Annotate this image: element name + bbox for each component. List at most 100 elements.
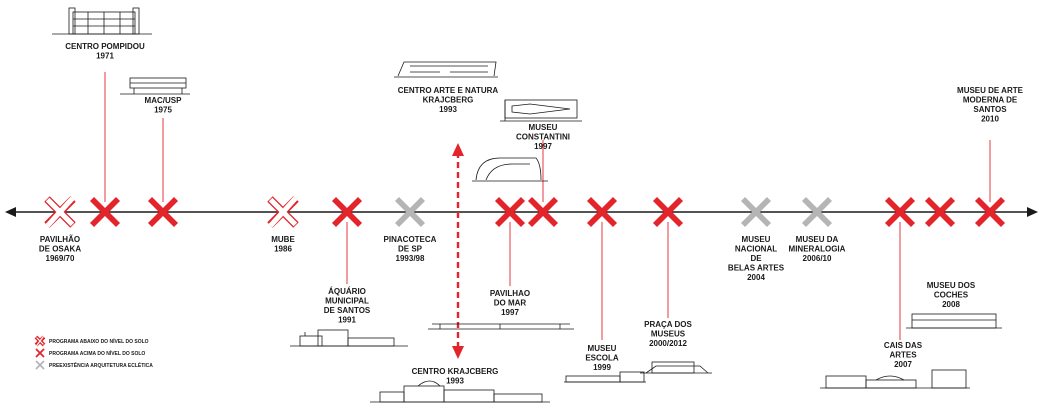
marker-stroke — [974, 196, 1006, 228]
marker-stroke — [494, 196, 526, 228]
label-line: DO MAR — [494, 299, 527, 308]
legend-text: PREEXISTÊNCIA ARQUITETURA ECLÉTICA — [49, 361, 153, 369]
label-line: DE SANTOS — [324, 306, 371, 315]
marker-stroke — [801, 196, 833, 228]
marker-museu-escola — [586, 196, 618, 228]
label-line: SANTOS — [973, 105, 1007, 114]
label-line: CENTRO KRAJCBERG — [412, 367, 499, 376]
label-line: ESCOLA — [585, 354, 619, 363]
krajcberg-dashed-arrow — [452, 143, 464, 359]
marker-stroke — [652, 196, 684, 228]
label-line: ÁQUÁRIO — [328, 287, 366, 296]
label-line: MUBE — [271, 235, 295, 244]
sketch-aquario — [290, 329, 408, 347]
label-line: PINACOTECA — [384, 235, 437, 244]
sketch-museu-coches — [906, 313, 1002, 329]
label-line: 1975 — [154, 106, 172, 115]
label-line: MUSEU — [742, 235, 771, 244]
label-line: 1993/98 — [396, 254, 425, 263]
label-line: MODERNA DE — [963, 96, 1018, 105]
label-line: MUSEU DOS — [927, 281, 976, 290]
marker-mac-usp — [147, 196, 179, 228]
label-line: 2008 — [942, 300, 960, 309]
label-line: MUSEU DA — [796, 235, 839, 244]
marker-pinacoteca — [394, 196, 426, 228]
label-line: CENTRO POMPIDOU — [65, 42, 145, 51]
legend-item: PROGRAMA ACIMA DO NÍVEL DO SOLO — [35, 348, 145, 358]
axis-arrow-left — [5, 207, 16, 217]
marker-centro-pompidou — [89, 196, 121, 228]
sketch-museu-escola — [564, 371, 646, 383]
label-line: BELAS ARTES — [728, 264, 785, 273]
label-line: ARTES — [889, 351, 917, 360]
label-line: MUNICIPAL — [325, 297, 369, 306]
label-line: PAVILHAO — [490, 289, 530, 298]
label-line: MUSEU — [529, 123, 558, 132]
marker-museu-mineralogia — [801, 196, 833, 228]
marker-aquario-santos — [331, 196, 363, 228]
legend-text: PROGRAMA ACIMA DO NÍVEL DO SOLO — [49, 349, 145, 357]
axis-arrow-right — [1027, 207, 1038, 217]
label-line: DE OSAKA — [39, 245, 81, 254]
marker-stroke — [394, 196, 426, 228]
label-line: MUSEU DE ARTE — [957, 86, 1024, 95]
marker-stroke — [527, 196, 559, 228]
label-line: MINERALOGIA — [789, 245, 846, 254]
marker-stroke — [924, 196, 956, 228]
label-line: 2000/2012 — [649, 339, 687, 348]
label-line: 1993 — [439, 105, 457, 114]
sketch-centro-pompidou — [52, 7, 152, 35]
marker-pavilhao-osaka — [44, 196, 76, 228]
marker-stroke — [740, 196, 772, 228]
marker-fill — [268, 196, 298, 228]
label-line: NACIONAL — [735, 245, 777, 254]
marker-fill — [45, 196, 75, 228]
label-line: 2010 — [981, 115, 999, 124]
marker-stroke — [35, 348, 45, 358]
label-line: PAVILHÃO — [40, 235, 80, 244]
marker-cais-artes — [884, 196, 916, 228]
marker-fill — [36, 336, 44, 346]
label-line: 1991 — [338, 316, 356, 325]
label-line: MAC/USP — [145, 96, 183, 105]
label-line: CONSTANTINI — [516, 133, 570, 142]
marker-museu-arte-santos — [974, 196, 1006, 228]
label-line: 1997 — [501, 308, 519, 317]
marker-praca-museus — [652, 196, 684, 228]
marker-stroke — [884, 196, 916, 228]
sketch-pavilhao-mar — [472, 157, 548, 182]
marker-pavilhao-mar — [494, 196, 526, 228]
sketch-mac-usp — [120, 77, 190, 95]
label-line: 1999 — [593, 363, 611, 372]
marker-mube — [267, 196, 299, 228]
label-line: 2006/10 — [803, 254, 832, 263]
label-line: COCHES — [934, 291, 969, 300]
marker-museu-constantini — [527, 196, 559, 228]
label-line: PRAÇA DOS — [644, 320, 692, 329]
legend: PROGRAMA ABAIXO DO NÍVEL DO SOLO PROGRAMA… — [34, 335, 153, 370]
label-line: CENTRO ARTE E NATURA — [398, 86, 499, 95]
marker-stroke — [147, 196, 179, 228]
legend-item: PROGRAMA ABAIXO DO NÍVEL DO SOLO — [34, 335, 149, 347]
marker-museu-belas-artes — [740, 196, 772, 228]
sketch-constantini — [500, 99, 582, 122]
connector-lines — [104, 72, 991, 340]
marker-stroke — [331, 196, 363, 228]
sketch-krajcberg-section — [428, 323, 574, 330]
